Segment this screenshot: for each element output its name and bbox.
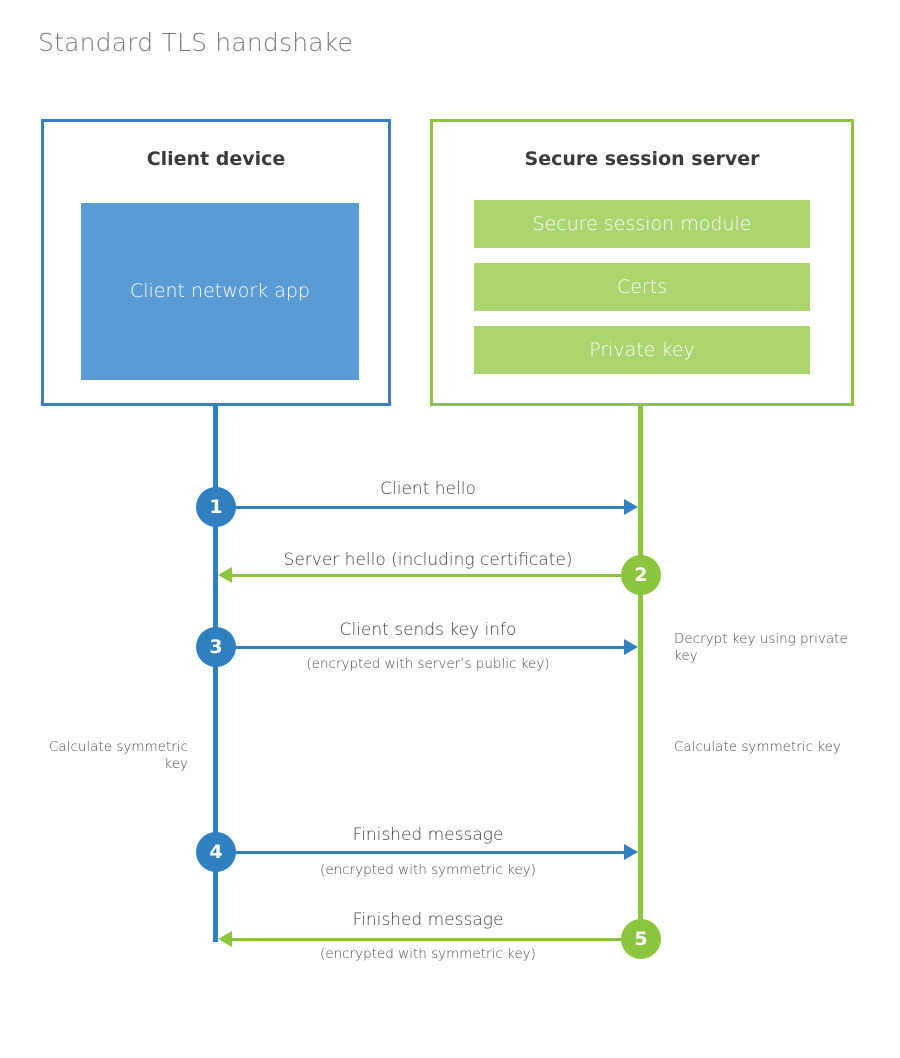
arrow-line-step-5 xyxy=(232,938,624,941)
arrow-label-step-4: Finished message xyxy=(352,825,504,845)
arrow-sublabel-step-3: (encrypted with server’s public key) xyxy=(306,656,550,672)
step-marker-3: 3 xyxy=(196,627,236,667)
arrow-head-right-icon-step-1 xyxy=(624,499,638,515)
note-decrypt-key: Decrypt key using private key xyxy=(674,631,848,664)
arrow-label-step-1: Client hello xyxy=(380,479,476,499)
server-block-private-key: Private key xyxy=(474,326,810,374)
arrow-sublabel-step-5: (encrypted with symmetric key) xyxy=(320,946,536,962)
step-marker-1: 1 xyxy=(196,487,236,527)
arrow-head-left-icon-step-5 xyxy=(218,931,232,947)
step-marker-4: 4 xyxy=(196,832,236,872)
arrow-head-left-icon-step-2 xyxy=(218,567,232,583)
page-title: Standard TLS handshake xyxy=(38,28,354,57)
arrow-line-step-1 xyxy=(216,506,624,509)
arrow-head-right-icon-step-4 xyxy=(624,844,638,860)
client-network-app-block: Client network app xyxy=(81,203,359,380)
server-block-certs: Certs xyxy=(474,263,810,311)
arrow-label-step-5: Finished message xyxy=(352,910,504,930)
note-calculate-symmetric-key-server: Calculate symmetric key xyxy=(674,739,841,755)
step-marker-2: 2 xyxy=(621,555,661,595)
note-calculate-symmetric-key-client: Calculate symmetric key xyxy=(49,739,188,772)
step-marker-5: 5 xyxy=(621,919,661,959)
secure-session-server-box: Secure session server Secure session mod… xyxy=(430,119,854,406)
arrow-line-step-4 xyxy=(216,851,624,854)
arrow-label-step-2: Server hello (including certificate) xyxy=(283,550,573,570)
arrow-line-step-3 xyxy=(216,646,624,649)
arrow-line-step-2 xyxy=(232,574,624,577)
arrow-sublabel-step-4: (encrypted with symmetric key) xyxy=(320,862,536,878)
arrow-head-right-icon-step-3 xyxy=(624,639,638,655)
secure-session-server-title: Secure session server xyxy=(524,148,760,170)
client-lifeline xyxy=(213,406,218,942)
server-block-secure-session-module: Secure session module xyxy=(474,200,810,248)
arrow-label-step-3: Client sends key info xyxy=(339,620,517,640)
client-device-box: Client device Client network app xyxy=(41,119,391,406)
server-lifeline xyxy=(638,406,643,942)
client-device-title: Client device xyxy=(146,148,286,170)
